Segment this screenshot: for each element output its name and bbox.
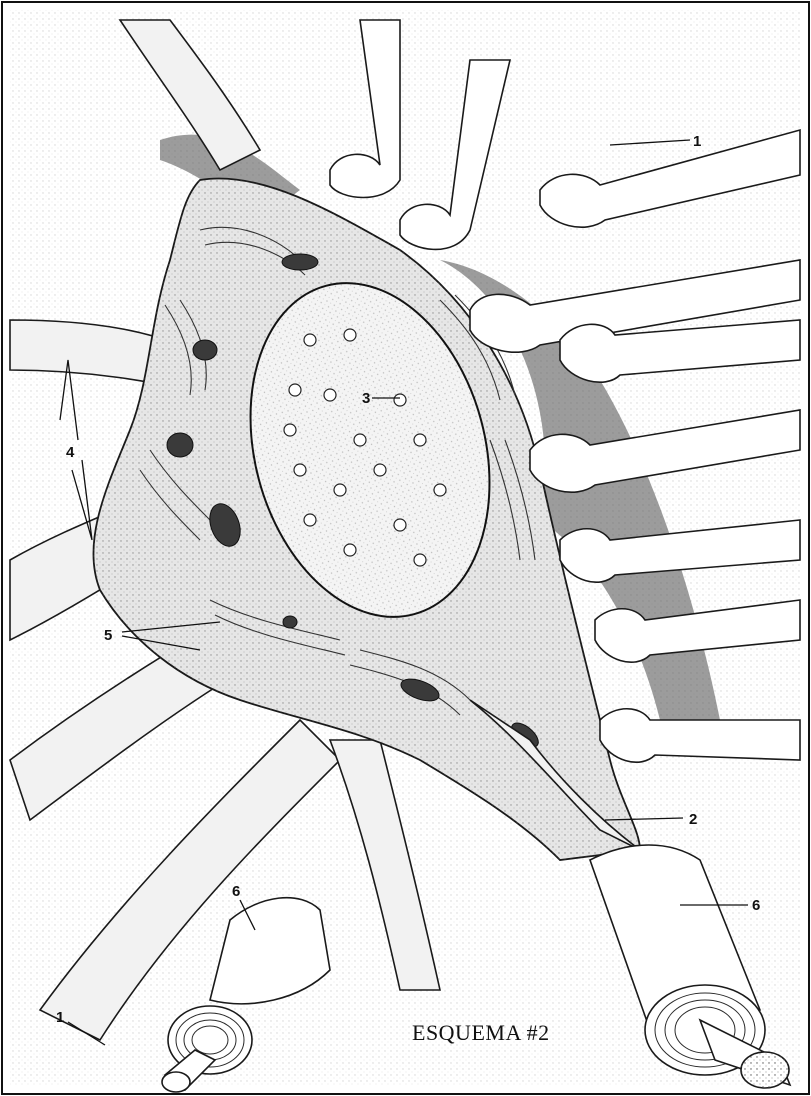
label-2: 2	[689, 811, 697, 828]
label-6-left: 6	[232, 883, 240, 900]
label-5: 5	[104, 627, 112, 644]
label-4: 4	[66, 444, 75, 461]
label-1-bottom: 1	[56, 1009, 64, 1026]
label-1-top: 1	[693, 133, 701, 150]
label-6-right: 6	[752, 897, 760, 914]
label-3: 3	[362, 390, 370, 407]
figure-caption: ESQUEMA #2	[412, 1020, 550, 1045]
